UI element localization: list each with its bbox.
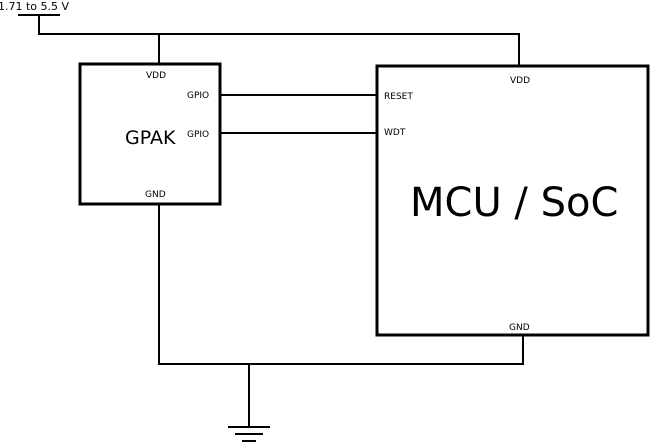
mcu-vdd-pin-label: VDD: [510, 76, 530, 86]
mcu-reset-pin-label: RESET: [384, 92, 413, 102]
gpak-vdd-pin-label: VDD: [146, 71, 166, 81]
gpak-gpio-pin-label: GPIO: [187, 130, 209, 140]
mcu-title: MCU / SoC: [410, 180, 618, 226]
gnd-rail: [158, 203, 524, 427]
supply-voltage-label: 1.71 to 5.5 V: [0, 0, 70, 13]
gpak-title: GPAK: [125, 127, 176, 149]
supply-terminal-icon: [18, 14, 60, 35]
ground-symbol-icon: [228, 426, 270, 442]
mcu-gnd-pin-label: GND: [509, 323, 530, 333]
gpak-block: VDD GPIO GPIO GPAK GND: [78, 62, 222, 206]
gpak-gpio-pin-label: GPIO: [187, 91, 209, 101]
gpak-gnd-pin-label: GND: [145, 190, 166, 200]
vdd-rail: [38, 33, 520, 67]
mcu-block: VDD RESET WDT MCU / SoC GND: [375, 64, 650, 337]
mcu-wdt-pin-label: WDT: [384, 128, 406, 138]
